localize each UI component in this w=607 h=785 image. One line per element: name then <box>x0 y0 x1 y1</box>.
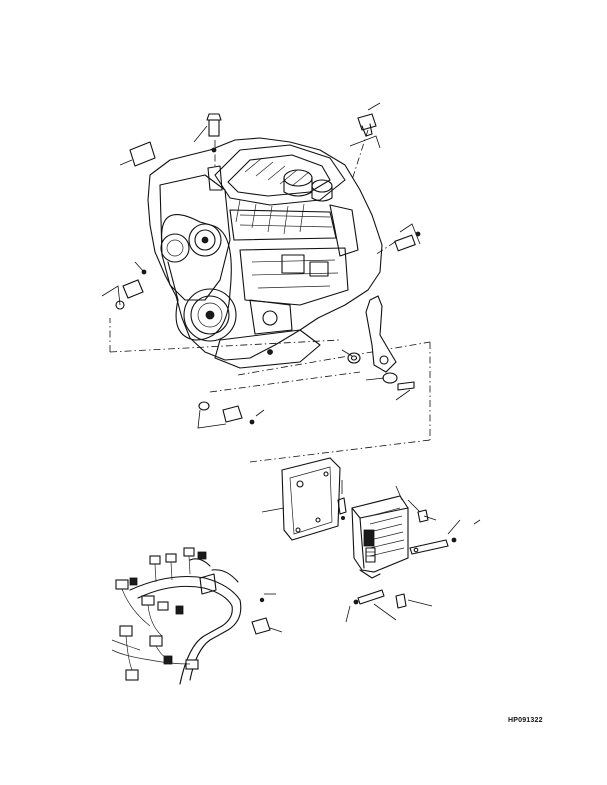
engine-assembly <box>147 137 383 369</box>
harness-connector <box>251 593 283 635</box>
wiring-harness <box>111 547 242 685</box>
lower-sensor <box>197 401 265 429</box>
figure-id-label: HP091322 <box>508 717 543 724</box>
right-side-sensor <box>394 223 421 252</box>
lifting-bracket <box>341 295 415 401</box>
crank-sensor <box>101 261 147 310</box>
ecm-module <box>351 485 409 579</box>
ecm-hardware-bottom <box>345 589 433 623</box>
phantom-lines <box>109 129 431 463</box>
top-right-sensor <box>349 102 381 149</box>
top-sensor <box>193 113 222 153</box>
decal-part <box>119 141 156 167</box>
ecm-mounting-bracket <box>261 457 347 541</box>
ecm-hardware-right <box>407 499 481 555</box>
